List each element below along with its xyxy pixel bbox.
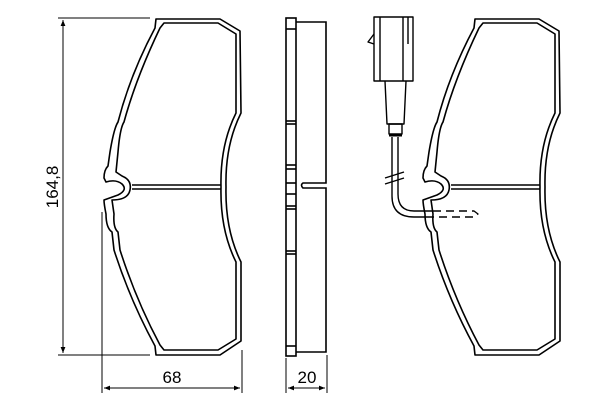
front-view: [103, 18, 242, 356]
height-dimension: 164,8: [43, 17, 150, 356]
sensor-cable-outer: [391, 137, 433, 218]
width-dimension-label: 68: [163, 368, 182, 387]
sensor-connector-body: [373, 16, 414, 82]
thickness-dimension: 20: [285, 355, 328, 393]
thickness-dimension-label: 20: [298, 368, 317, 387]
backing-plate-outline: [103, 18, 242, 356]
backing-plate-outline: [422, 18, 561, 356]
height-dimension-label: 164,8: [43, 166, 62, 209]
wear-sensor: [367, 16, 479, 218]
width-dimension: 68: [101, 212, 243, 393]
cable-break-mark: [384, 171, 405, 179]
friction-material-outline: [430, 22, 556, 351]
friction-block-side: [296, 21, 327, 353]
backing-plate-side: [285, 17, 297, 357]
side-view: [285, 17, 327, 357]
sensor-probe-hidden: [433, 210, 479, 218]
sensor-cable-inner: [397, 137, 433, 212]
cable-break-mark: [384, 177, 405, 185]
sensor-collar: [388, 123, 403, 135]
sensor-strain-relief: [384, 80, 407, 125]
friction-material-outline: [111, 22, 237, 351]
front-view-sensor: [422, 18, 561, 356]
connector-latch: [367, 33, 375, 45]
